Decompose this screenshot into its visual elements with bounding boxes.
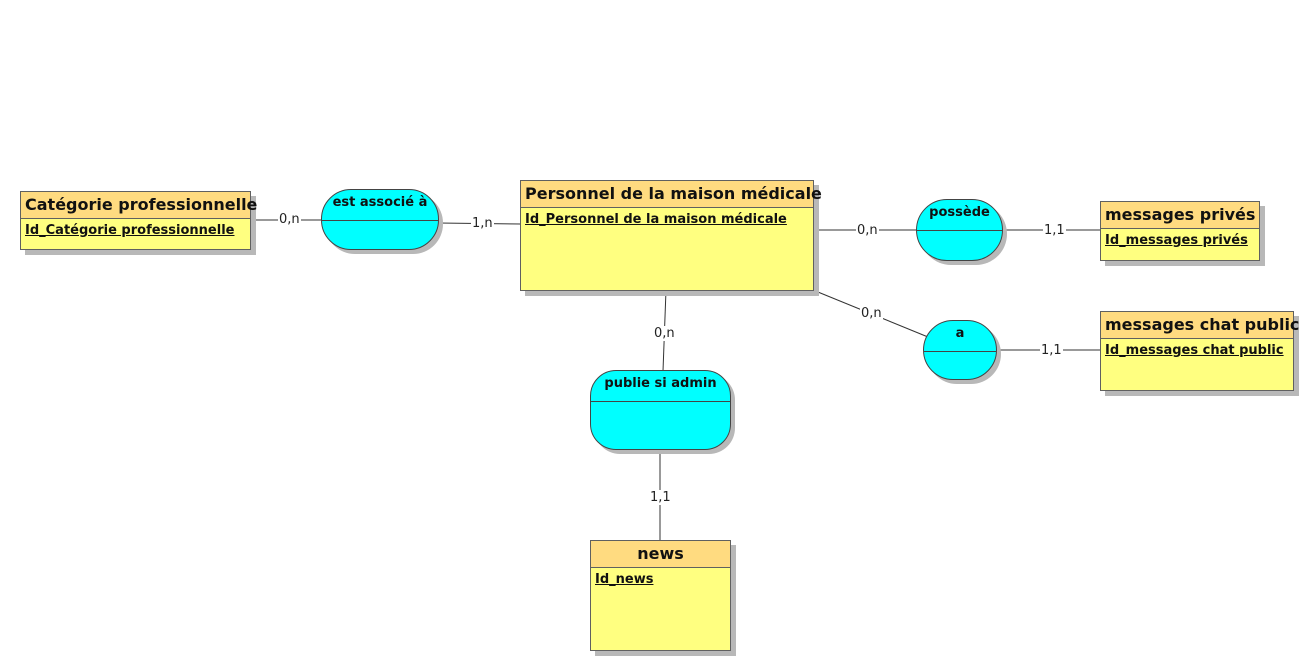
association-divider (917, 230, 1002, 231)
association-label: possède (929, 205, 990, 220)
association-label: a (955, 326, 965, 341)
association-publie-si-admin[interactable]: publie si admin (590, 370, 731, 450)
entity-personnel-maison-medicale[interactable]: Personnel de la maison médicale Id_Perso… (520, 180, 822, 291)
cardinality-categorie-est-associe: 0,n (278, 212, 301, 227)
association-label: est associé à (332, 195, 428, 210)
entity-categorie-professionnelle[interactable]: Catégorie professionnelle Id_Catégorie p… (20, 191, 257, 250)
entity-identifier: Id_news (595, 572, 654, 587)
association-label: publie si admin (604, 376, 717, 391)
association-est-associe-a[interactable]: est associé à (321, 189, 439, 250)
entity-title: Personnel de la maison médicale (521, 181, 822, 208)
cardinality-personnel-publie: 0,n (653, 326, 676, 341)
entity-messages-prives[interactable]: messages privés Id_messages privés (1100, 201, 1260, 261)
entity-identifier: Id_Catégorie professionnelle (25, 223, 235, 238)
association-divider (591, 401, 730, 402)
cardinality-est-associe-personnel: 1,n (471, 216, 494, 231)
cardinality-personnel-possede: 0,n (856, 223, 879, 238)
association-a[interactable]: a (923, 320, 997, 380)
entity-title: messages privés (1101, 202, 1259, 229)
cardinality-publie-news: 1,1 (649, 490, 672, 505)
entity-news[interactable]: news Id_news (590, 540, 731, 651)
cardinality-possede-messages-prives: 1,1 (1043, 223, 1066, 238)
entity-title: news (591, 541, 730, 568)
entity-title: Catégorie professionnelle (21, 192, 257, 219)
entity-title: messages chat public (1101, 312, 1299, 339)
association-divider (322, 220, 438, 221)
entity-identifier: Id_Personnel de la maison médicale (525, 212, 787, 227)
entity-messages-chat-public[interactable]: messages chat public Id_messages chat pu… (1100, 311, 1299, 391)
cardinality-a-messages-chat: 1,1 (1040, 343, 1063, 358)
entity-identifier: Id_messages privés (1105, 233, 1248, 248)
association-possede[interactable]: possède (916, 199, 1003, 261)
entity-identifier: Id_messages chat public (1105, 343, 1284, 358)
cardinality-personnel-a: 0,n (860, 306, 883, 321)
association-divider (924, 351, 996, 352)
